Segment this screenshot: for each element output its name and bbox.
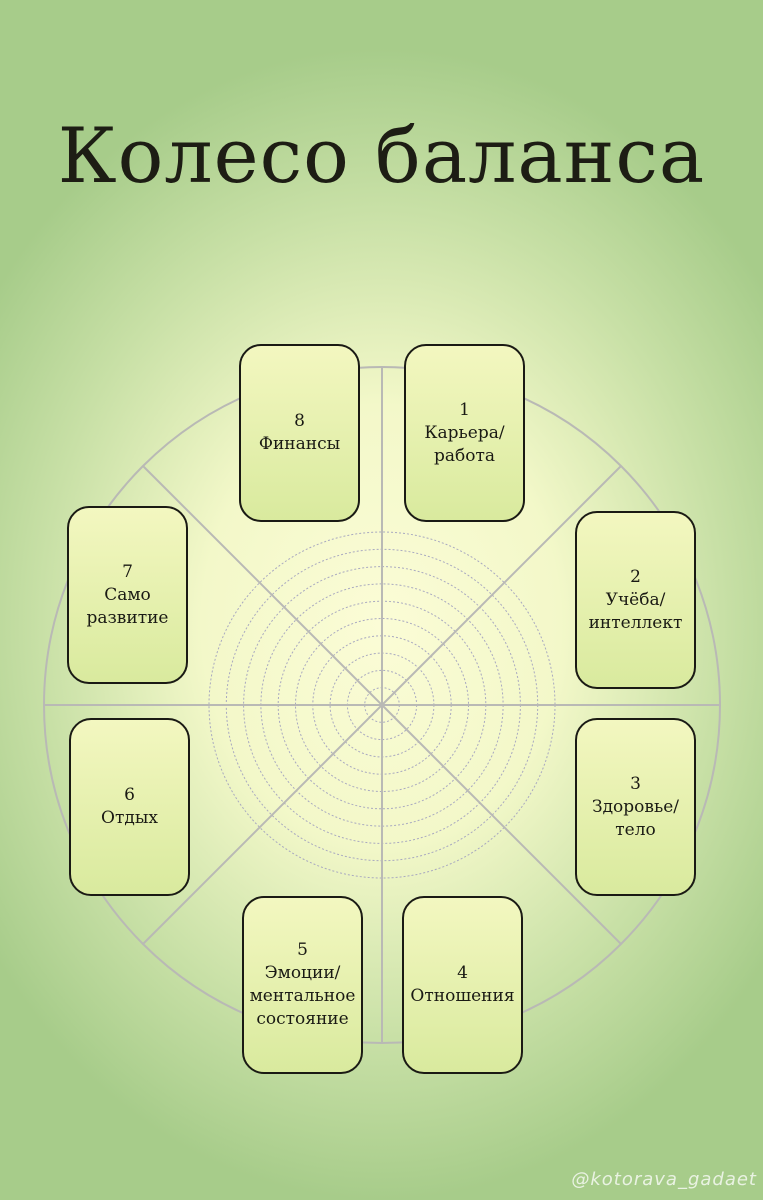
- sector-label: Эмоции/: [264, 963, 341, 983]
- sector-label: состояние: [256, 1009, 349, 1029]
- sector-card-7[interactable]: 7 Само развитие: [67, 506, 188, 684]
- sector-number: 7: [122, 561, 133, 582]
- wheel-spokes: [44, 367, 720, 1043]
- sector-number: 1: [459, 399, 470, 420]
- watermark: @kotorava_gadaet: [571, 1169, 757, 1190]
- sector-card-1[interactable]: 1 Карьера/ работа: [404, 344, 525, 522]
- sector-number: 6: [124, 785, 135, 805]
- sector-label: Карьера/: [424, 422, 505, 443]
- wheel-spoke: [381, 465, 622, 706]
- wheel-outer-circle: [43, 366, 721, 1044]
- wheel-spoke: [381, 704, 622, 945]
- sector-card-5[interactable]: 5 Эмоции/ ментальное состояние: [242, 896, 363, 1074]
- sector-label: Финансы: [258, 434, 341, 454]
- sector-card-2[interactable]: 2 Учёба/ интеллект: [575, 511, 696, 689]
- sector-card-6[interactable]: 6 Отдых: [69, 718, 190, 896]
- sector-label: ментальное: [249, 986, 356, 1006]
- sector-label: Само: [104, 584, 151, 605]
- sector-label: Учёба/: [605, 589, 666, 610]
- sector-card-4[interactable]: 4 Отношения: [402, 896, 523, 1074]
- sector-number: 8: [294, 411, 305, 431]
- wheel-spoke: [142, 704, 383, 945]
- sector-label: развитие: [86, 607, 169, 628]
- sector-number: 3: [630, 773, 641, 794]
- sector-card-8[interactable]: 8 Финансы: [239, 344, 360, 522]
- sector-label: Здоровье/: [591, 796, 680, 817]
- sector-label: работа: [433, 445, 496, 466]
- sector-label: Отношения: [410, 986, 515, 1006]
- sector-label: Отдых: [101, 808, 158, 828]
- sector-number: 2: [630, 566, 641, 587]
- sector-number: 5: [297, 940, 308, 960]
- wheel-spoke: [142, 465, 383, 706]
- sector-label: тело: [615, 819, 656, 840]
- page-title: Колесо баланса: [57, 111, 706, 200]
- sector-number: 4: [457, 963, 468, 983]
- sector-card-3[interactable]: 3 Здоровье/ тело: [575, 718, 696, 896]
- sector-label: интеллект: [588, 612, 683, 633]
